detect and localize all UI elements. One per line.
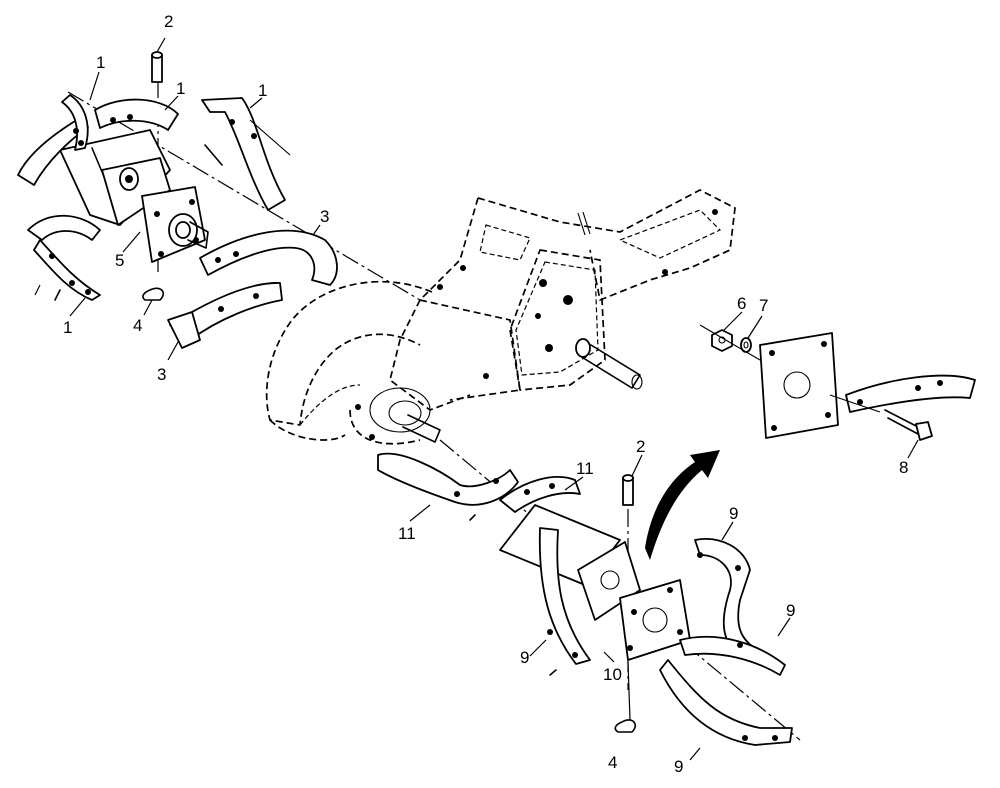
callout-10-flange: 10 [603,665,622,684]
callout-2-right-pin: 2 [636,437,645,456]
callout-1-bottom-left: 1 [63,318,72,337]
callout-4-left-hairpin: 4 [133,316,142,335]
callout-6-nut: 6 [737,294,746,313]
callout-3-lower: 3 [157,365,166,384]
right-flange-hardware [699,324,976,441]
callout-1-left-top: 1 [96,53,105,72]
callout-3-upper: 3 [320,207,329,226]
callout-7-washer: 7 [759,296,768,315]
callout-11-left: 11 [398,524,416,543]
callout-5-bearing: 5 [115,251,124,270]
left-tine-assembly [17,51,421,349]
callout-8-bolt: 8 [899,458,908,477]
callout-11-right: 11 [576,459,594,478]
callout-1-right-top: 1 [258,81,267,100]
callout-9-left: 9 [520,648,529,667]
right-tine-assembly [377,439,801,746]
callout-1-mid-top: 1 [176,79,185,98]
callout-9-top-right: 9 [729,504,738,523]
callout-4-right-hairpin: 4 [608,753,617,772]
callout-numbers: 1 1 1 1 2 3 3 4 5 6 7 8 11 11 2 9 9 9 9 … [63,12,908,776]
callout-2-left-pin: 2 [164,12,173,31]
transmission-housing [265,189,736,445]
callout-9-mid-right: 9 [786,601,795,620]
callout-leaders [69,37,919,761]
callout-9-bottom: 9 [674,757,683,776]
